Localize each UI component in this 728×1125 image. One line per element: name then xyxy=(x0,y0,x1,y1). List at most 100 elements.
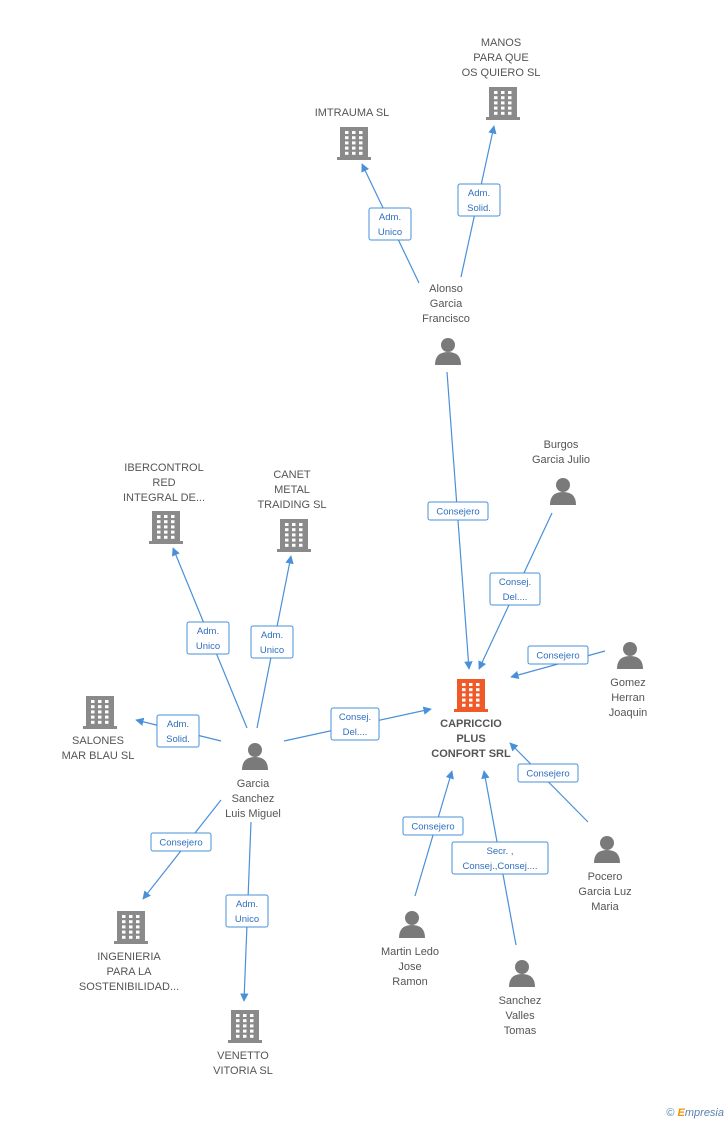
edge-label-box[interactable]: Consej.Del.... xyxy=(330,707,380,741)
node-label: Alonso xyxy=(429,283,463,295)
person-body xyxy=(594,850,620,863)
building-base xyxy=(454,709,488,712)
edge-label-box[interactable]: Adm.Unico xyxy=(250,625,294,659)
edge-label-frame xyxy=(517,763,579,783)
person-icon[interactable] xyxy=(509,960,535,987)
building-base xyxy=(486,117,520,120)
edge-label-box[interactable]: Adm.Solid. xyxy=(156,714,200,748)
building-window xyxy=(136,925,140,929)
building-window xyxy=(345,151,349,155)
person-body xyxy=(617,656,643,669)
node-label: CONFORT SRL xyxy=(431,748,511,760)
edge-label-box[interactable]: Consejero xyxy=(527,645,589,665)
edge-pocero-capriccio: Consejero xyxy=(509,742,589,823)
brand-name: mpresia xyxy=(684,1107,724,1119)
building-window xyxy=(129,925,133,929)
building-window xyxy=(164,515,168,518)
edge-label-box[interactable]: Secr. ,Consej.,Consej.... xyxy=(451,841,549,875)
node-label: Luis Miguel xyxy=(225,808,281,820)
company-building-icon[interactable] xyxy=(83,696,117,729)
building-window xyxy=(236,1014,240,1017)
company-building-icon[interactable] xyxy=(277,519,311,552)
building-window xyxy=(98,715,102,719)
main-company-icon[interactable] xyxy=(454,679,488,712)
building-window xyxy=(469,693,473,697)
building-window xyxy=(469,688,473,692)
building-window xyxy=(359,151,363,155)
node-label: CAPRICCIO xyxy=(440,718,502,730)
edge-label-text: Consejero xyxy=(159,838,202,849)
building-window xyxy=(476,698,480,702)
person-icon[interactable] xyxy=(399,911,425,938)
company-building-icon[interactable] xyxy=(114,911,148,944)
edge-label-frame xyxy=(250,625,294,659)
edge-label-box[interactable]: Consej.Del.... xyxy=(489,572,541,606)
building-window xyxy=(129,920,133,924)
footer-brand: © Empresia xyxy=(666,1107,724,1119)
building-window xyxy=(157,515,161,518)
company-building-icon[interactable] xyxy=(337,127,371,160)
edge-label-box[interactable]: Adm.Unico xyxy=(368,207,412,241)
person-icon[interactable] xyxy=(594,836,620,863)
building-window xyxy=(285,538,289,542)
node-imtrauma[interactable]: IMTRAUMA SL xyxy=(315,107,390,160)
node-label: SALONES xyxy=(72,735,124,747)
building-window xyxy=(164,525,168,529)
building-base xyxy=(149,541,183,544)
building-window xyxy=(299,543,303,547)
person-icon[interactable] xyxy=(617,642,643,669)
building-window xyxy=(462,703,466,707)
edge-alonso-manos: Adm.Solid. xyxy=(457,125,501,278)
building-window xyxy=(494,91,498,94)
building-window xyxy=(501,91,505,94)
edge-label-text: Unico xyxy=(196,641,220,652)
person-body xyxy=(550,492,576,505)
edge-label-box[interactable]: Consejero xyxy=(150,832,212,852)
building-window xyxy=(98,720,102,724)
edge-label-box[interactable]: Adm.Solid. xyxy=(457,183,501,217)
edge-label-box[interactable]: Adm.Unico xyxy=(186,621,230,655)
edge-label-box[interactable]: Adm.Unico xyxy=(225,894,269,928)
edge-label-text: Consej. xyxy=(339,712,371,723)
person-icon[interactable] xyxy=(550,478,576,505)
building-window xyxy=(98,705,102,709)
building-window xyxy=(462,693,466,697)
building-window xyxy=(469,683,473,686)
edge-label-frame xyxy=(489,572,541,606)
person-icon[interactable] xyxy=(435,338,461,365)
person-icon[interactable] xyxy=(242,743,268,770)
building-window xyxy=(494,101,498,105)
person-head xyxy=(441,338,455,352)
building-window xyxy=(494,111,498,115)
building-window xyxy=(299,523,303,526)
building-base xyxy=(337,157,371,160)
node-label: IMTRAUMA SL xyxy=(315,107,390,119)
edge-label-box[interactable]: Consejero xyxy=(517,763,579,783)
edge-label-box[interactable]: Consejero xyxy=(402,816,464,836)
company-building-icon[interactable] xyxy=(149,511,183,544)
building-window xyxy=(508,96,512,100)
building-window xyxy=(476,703,480,707)
building-window xyxy=(105,710,109,714)
company-building-icon[interactable] xyxy=(228,1010,262,1043)
edge-label-box[interactable]: Consejero xyxy=(427,501,489,521)
building-base xyxy=(114,941,148,944)
node-label: TRAIDING SL xyxy=(257,499,326,511)
edge-label-frame xyxy=(451,841,549,875)
edge-label-text: Consejero xyxy=(536,651,579,662)
company-building-icon[interactable] xyxy=(486,87,520,120)
